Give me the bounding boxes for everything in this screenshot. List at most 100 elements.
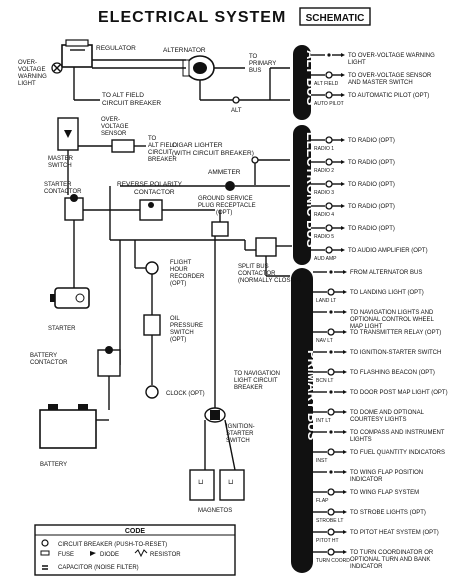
circuit-breaker-icon bbox=[327, 488, 335, 496]
alternator-label: ALTERNATOR bbox=[163, 47, 206, 54]
output-destination-label: TO WING FLAP POSITION bbox=[350, 470, 423, 476]
master-switch-label: MASTER SWITCH bbox=[48, 156, 74, 169]
arrow-icon bbox=[341, 138, 345, 142]
flight-hour-label: FLIGHT HOUR RECORDER (OPT) bbox=[170, 260, 205, 287]
svg-text:TO NAVIGATION: TO NAVIGATION bbox=[234, 371, 280, 377]
output-destination-label: TO NAVIGATION LIGHTS AND bbox=[350, 310, 434, 316]
output-destination-label: TO RADIO (OPT) bbox=[348, 138, 395, 144]
output-destination-label: TO RADIO (OPT) bbox=[348, 160, 395, 166]
svg-text:FLIGHT: FLIGHT bbox=[170, 260, 192, 266]
circuit-breaker-label: RADIO 3 bbox=[314, 190, 334, 196]
svg-text:(WITH CIRCUIT BREAKER): (WITH CIRCUIT BREAKER) bbox=[172, 150, 254, 157]
svg-text:STARTER: STARTER bbox=[44, 182, 72, 188]
circuit-breaker-label: TURN COORD bbox=[316, 558, 350, 564]
output-destination-label: TO LANDING LIGHT (OPT) bbox=[350, 290, 424, 296]
svg-text:BUS: BUS bbox=[249, 68, 261, 74]
battery-label: BATTERY bbox=[40, 462, 67, 468]
output-destination-label: MAP LIGHT bbox=[350, 324, 383, 330]
svg-text:HOUR: HOUR bbox=[170, 267, 188, 273]
svg-text:CIRCUIT BREAKER: CIRCUIT BREAKER bbox=[102, 100, 161, 107]
battery-contactor bbox=[97, 346, 121, 410]
circuit-breaker-icon bbox=[327, 448, 335, 456]
svg-text:LIGHT CIRCUIT: LIGHT CIRCUIT bbox=[234, 378, 278, 384]
code-diode-icon bbox=[90, 551, 96, 556]
electronic-bus-label: ELECTRONIC BUS bbox=[304, 132, 319, 248]
circuit-breaker-icon bbox=[325, 224, 333, 232]
code-fuse-icon bbox=[40, 550, 50, 556]
junction-dot bbox=[329, 310, 333, 314]
arrow-icon bbox=[343, 530, 347, 534]
circuit-breaker-icon bbox=[327, 548, 335, 556]
to-alt-field-cb2-label: TO ALT FIELD CIRCUIT BREAKER bbox=[148, 136, 178, 163]
starter-contactor-label: STARTER CONTACTOR bbox=[44, 182, 82, 195]
arrow-icon bbox=[343, 450, 347, 454]
circuit-breaker-label: LAND LT bbox=[316, 298, 336, 304]
arrow-icon bbox=[341, 53, 345, 57]
arrow-icon bbox=[343, 270, 347, 274]
circuit-breaker-label: FLAP bbox=[316, 498, 329, 504]
ammeter-label: AMMETER bbox=[208, 169, 241, 176]
electronic-bus-bar bbox=[293, 125, 311, 265]
primary-bus-label: PRIMARY BUS bbox=[305, 350, 320, 441]
svg-text:GROUND SERVICE: GROUND SERVICE bbox=[198, 196, 253, 202]
circuit-breaker-label: RADIO 2 bbox=[314, 168, 334, 174]
arrow-icon bbox=[341, 182, 345, 186]
code-title: CODE bbox=[125, 528, 146, 535]
junction-dot bbox=[329, 470, 333, 474]
circuit-breaker-label: AUD AMP bbox=[314, 256, 337, 262]
svg-text:(OPT): (OPT) bbox=[170, 337, 186, 343]
circuit-breaker-label: RADIO 1 bbox=[314, 146, 334, 152]
arrow-icon bbox=[343, 490, 347, 494]
reverse-polarity-contactor bbox=[139, 199, 215, 221]
output-destination-label: TO IGNITION-STARTER SWITCH bbox=[350, 350, 441, 356]
diagram-title: ELECTRICAL SYSTEM bbox=[98, 9, 286, 26]
svg-text:BREAKER: BREAKER bbox=[234, 385, 263, 391]
clock-label: CLOCK (OPT) bbox=[166, 391, 205, 397]
svg-text:CIRCUIT: CIRCUIT bbox=[148, 150, 173, 156]
electronic-bus-outputs: RADIO 1 TO RADIO (OPT) RADIO 2 TO RADIO (OP… bbox=[311, 136, 428, 262]
svg-text:LIGHT: LIGHT bbox=[18, 81, 36, 87]
svg-text:CONTACTOR: CONTACTOR bbox=[44, 189, 82, 195]
svg-text:VOLTAGE: VOLTAGE bbox=[101, 124, 128, 130]
ignition-switch-label: IGNITION- STARTER SWITCH bbox=[226, 424, 255, 444]
nav-light-cb-label: TO NAVIGATION LIGHT CIRCUIT BREAKER bbox=[234, 371, 280, 391]
arrow-icon bbox=[343, 370, 347, 374]
output-destination-label: TO COMPASS AND INSTRUMENT bbox=[350, 430, 445, 436]
svg-text:⊔: ⊔ bbox=[198, 479, 203, 486]
output-destination-label: TO STROBE LIGHTS (OPT) bbox=[350, 510, 426, 516]
circuit-breaker-icon bbox=[325, 246, 333, 254]
regulator bbox=[61, 39, 93, 68]
circuit-breaker-icon bbox=[327, 288, 335, 296]
svg-text:PLUG RECEPTACLE: PLUG RECEPTACLE bbox=[198, 203, 256, 209]
diagram-subtitle: SCHEMATIC bbox=[306, 13, 365, 24]
svg-text:BREAKER: BREAKER bbox=[148, 157, 177, 163]
oil-pressure-label: OIL PRESSURE SWITCH (OPT) bbox=[170, 316, 203, 343]
svg-text:SWITCH: SWITCH bbox=[170, 330, 194, 336]
svg-text:PRIMARY: PRIMARY bbox=[249, 61, 276, 67]
ammeter bbox=[120, 181, 290, 191]
magnetos: ⊔ ⊔ bbox=[189, 469, 245, 501]
junction-dot bbox=[329, 270, 333, 274]
arrow-icon bbox=[343, 410, 347, 414]
svg-text:(OPT): (OPT) bbox=[216, 210, 232, 216]
junction-dot bbox=[327, 53, 331, 57]
arrow-icon bbox=[341, 204, 345, 208]
alt-bus-bar bbox=[293, 45, 311, 120]
overvoltage-warning-light bbox=[51, 62, 63, 74]
clock bbox=[145, 385, 159, 399]
output-destination-label: TO DOOR POST MAP LIGHT (OPT) bbox=[350, 390, 448, 396]
circuit-breaker-label: STROBE LT bbox=[316, 518, 343, 524]
output-destination-label: TO DOME AND OPTIONAL bbox=[350, 410, 425, 416]
arrow-icon bbox=[343, 550, 347, 554]
svg-text:OVER-: OVER- bbox=[101, 117, 120, 123]
output-destination-label: TO OVER-VOLTAGE SENSOR bbox=[348, 73, 432, 79]
svg-text:SWITCH: SWITCH bbox=[48, 163, 72, 169]
svg-text:STARTER: STARTER bbox=[226, 431, 254, 437]
battery-contactor-label: BATTERY CONTACTOR bbox=[30, 353, 68, 366]
battery bbox=[39, 404, 109, 449]
output-destination-label: TO FLASHING BEACON (OPT) bbox=[350, 370, 435, 376]
arrow-icon bbox=[343, 430, 347, 434]
